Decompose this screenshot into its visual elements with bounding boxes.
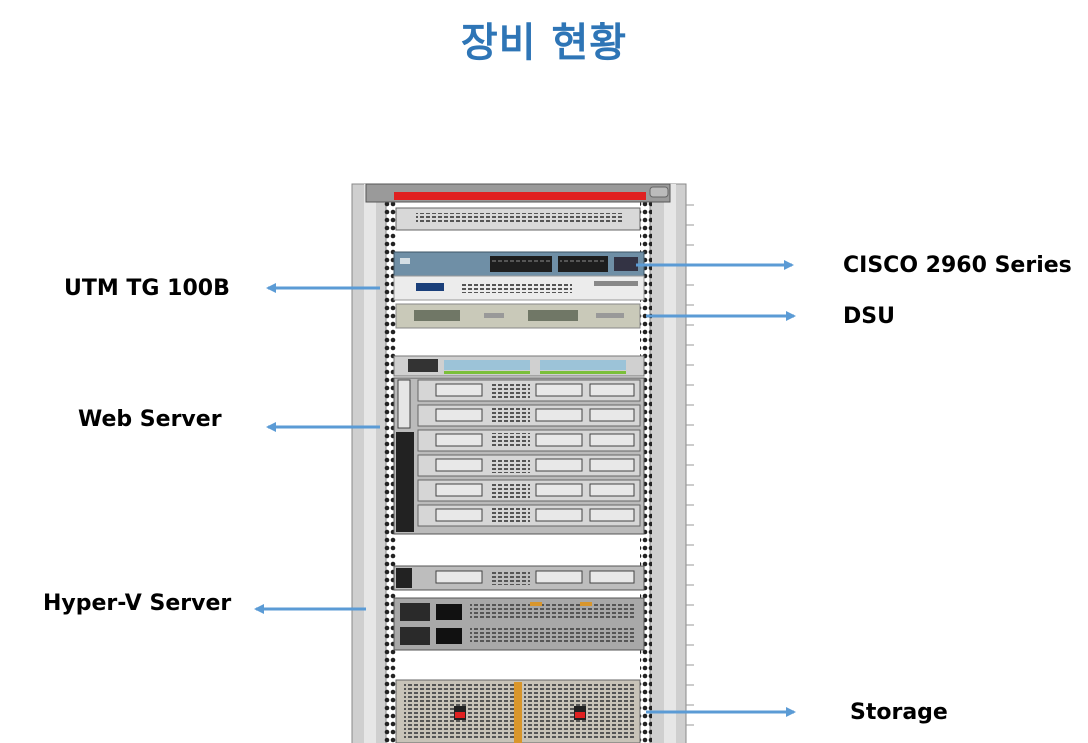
label-web-server: Web Server: [78, 407, 222, 432]
callout-arrows: [254, 260, 796, 717]
web-server-unit: [417, 379, 641, 402]
hyperv-server-1u: [393, 565, 645, 591]
label-cisco: CISCO 2960 Series: [843, 253, 1072, 278]
label-hyperv-server: Hyper-V Server: [43, 591, 232, 616]
label-dsu: DSU: [843, 304, 895, 329]
dsu-unit: [395, 303, 641, 329]
storage-array: [395, 679, 641, 743]
web-server-unit: [417, 479, 641, 502]
page-title: 장비 현황: [460, 20, 628, 66]
server-header-unit: [393, 355, 645, 377]
rack-frame: [351, 183, 694, 743]
hyperv-server-chassis: [393, 597, 645, 651]
web-server-unit: [417, 429, 641, 452]
label-utm: UTM TG 100B: [64, 276, 230, 301]
web-server-unit: [417, 504, 641, 527]
patch-panel: [395, 207, 641, 231]
web-server-unit: [417, 454, 641, 477]
web-server-stack: [393, 377, 645, 535]
utm-appliance: [393, 275, 645, 301]
web-server-unit: [417, 404, 641, 427]
cisco-switch: [393, 251, 645, 277]
label-storage: Storage: [850, 700, 948, 725]
